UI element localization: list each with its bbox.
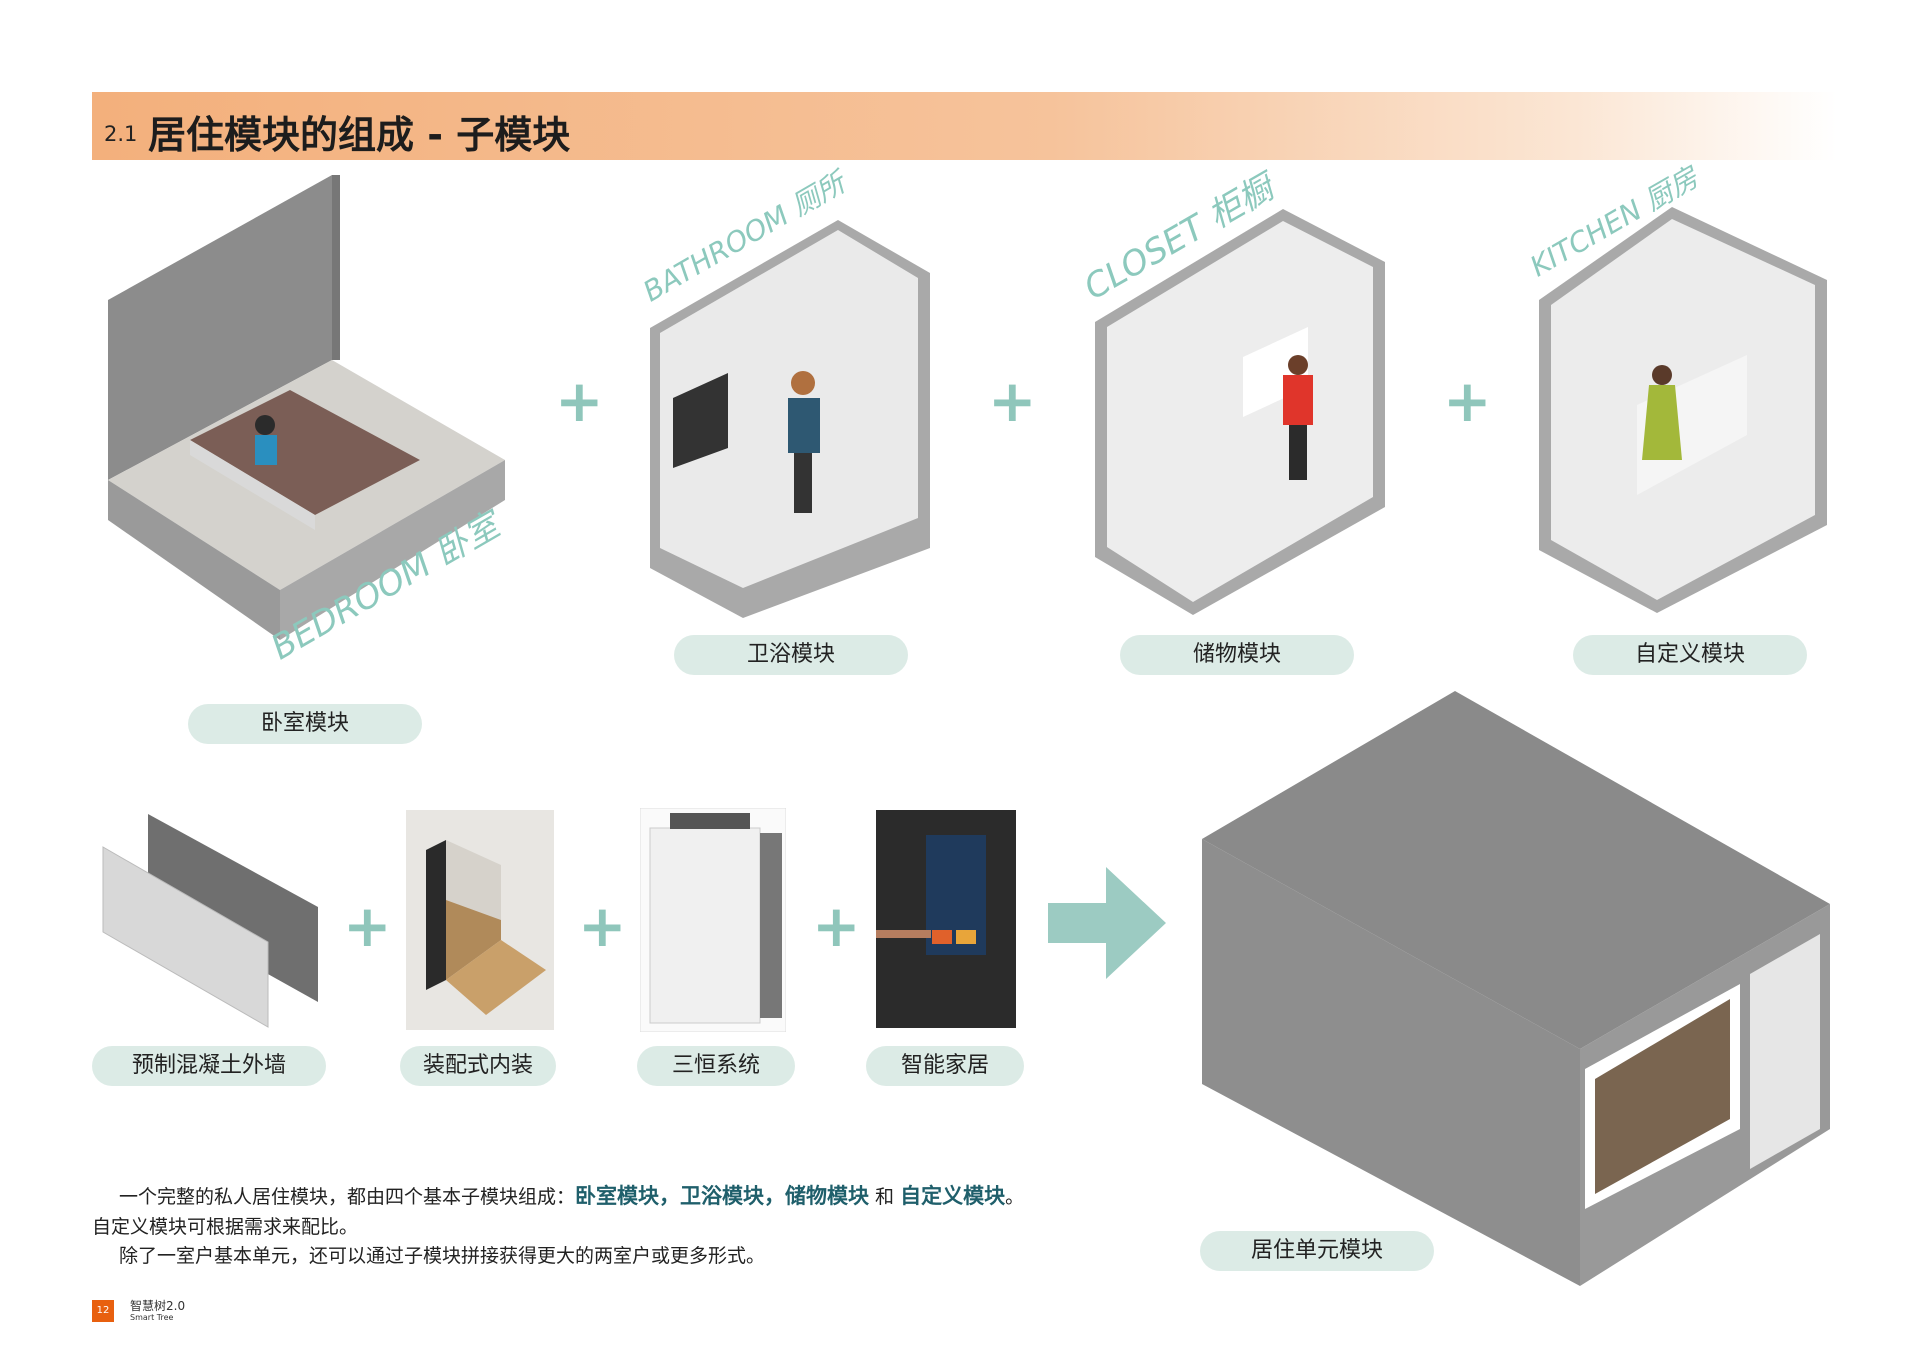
smart-fridge-image xyxy=(876,810,1016,1028)
precast-wall-pill: 预制混凝土外墙 xyxy=(92,1046,326,1086)
footer-brand-en: Smart Tree xyxy=(130,1313,174,1322)
plus-icon: + xyxy=(343,892,392,960)
bedroom-module-image xyxy=(108,175,505,640)
interior-panel-image xyxy=(406,810,554,1030)
highlight-custom-module: 自定义模块 xyxy=(900,1184,1006,1208)
living-unit-pill: 居住单元模块 xyxy=(1200,1231,1434,1271)
description-line-2: 自定义模块可根据需求来配比。 xyxy=(92,1216,359,1238)
bathroom-module-image xyxy=(650,220,930,618)
section-header: 2.1 居住模块的组成 - 子模块 xyxy=(92,92,1837,160)
precast-wall-image xyxy=(102,814,318,1028)
smart-home-pill: 智能家居 xyxy=(866,1046,1024,1086)
description-line-3: 除了一室户基本单元，还可以通过子模块拼接获得更大的两室户或更多形式。 xyxy=(119,1245,766,1267)
closet-module-pill: 储物模块 xyxy=(1120,635,1354,675)
plus-icon: + xyxy=(1443,367,1492,435)
footer-brand: 智慧树2.0 xyxy=(130,1299,186,1313)
kitchen-module-image xyxy=(1539,207,1827,613)
plus-icon: + xyxy=(555,367,604,435)
living-unit-module-image xyxy=(1202,691,1830,1286)
description-text: 和 xyxy=(869,1186,901,1208)
closet-module-image xyxy=(1095,209,1385,615)
section-number: 2.1 xyxy=(104,122,138,146)
description-text: 一个完整的私人居住模块，都由四个基本子模块组成： xyxy=(119,1186,576,1208)
arrow-right-icon xyxy=(1048,867,1166,979)
hvac-unit-image xyxy=(640,808,786,1032)
highlight-modules: 卧室模块，卫浴模块，储物模块 xyxy=(575,1184,870,1208)
plus-icon: + xyxy=(988,367,1037,435)
bathroom-module-pill: 卫浴模块 xyxy=(674,635,908,675)
bedroom-module-pill: 卧室模块 xyxy=(188,704,422,744)
plus-icon: + xyxy=(812,892,861,960)
description-text: 。 xyxy=(1005,1186,1025,1208)
kitchen-module-pill: 自定义模块 xyxy=(1573,635,1807,675)
interior-panel-pill: 装配式内装 xyxy=(400,1046,556,1086)
plus-icon: + xyxy=(578,892,627,960)
description-line-1: 一个完整的私人居住模块，都由四个基本子模块组成：卧室模块，卫浴模块，储物模块 和… xyxy=(119,1180,1024,1210)
page-title: 居住模块的组成 - 子模块 xyxy=(148,113,571,157)
page-number: 12 xyxy=(92,1300,114,1322)
hvac-system-pill: 三恒系统 xyxy=(637,1046,795,1086)
